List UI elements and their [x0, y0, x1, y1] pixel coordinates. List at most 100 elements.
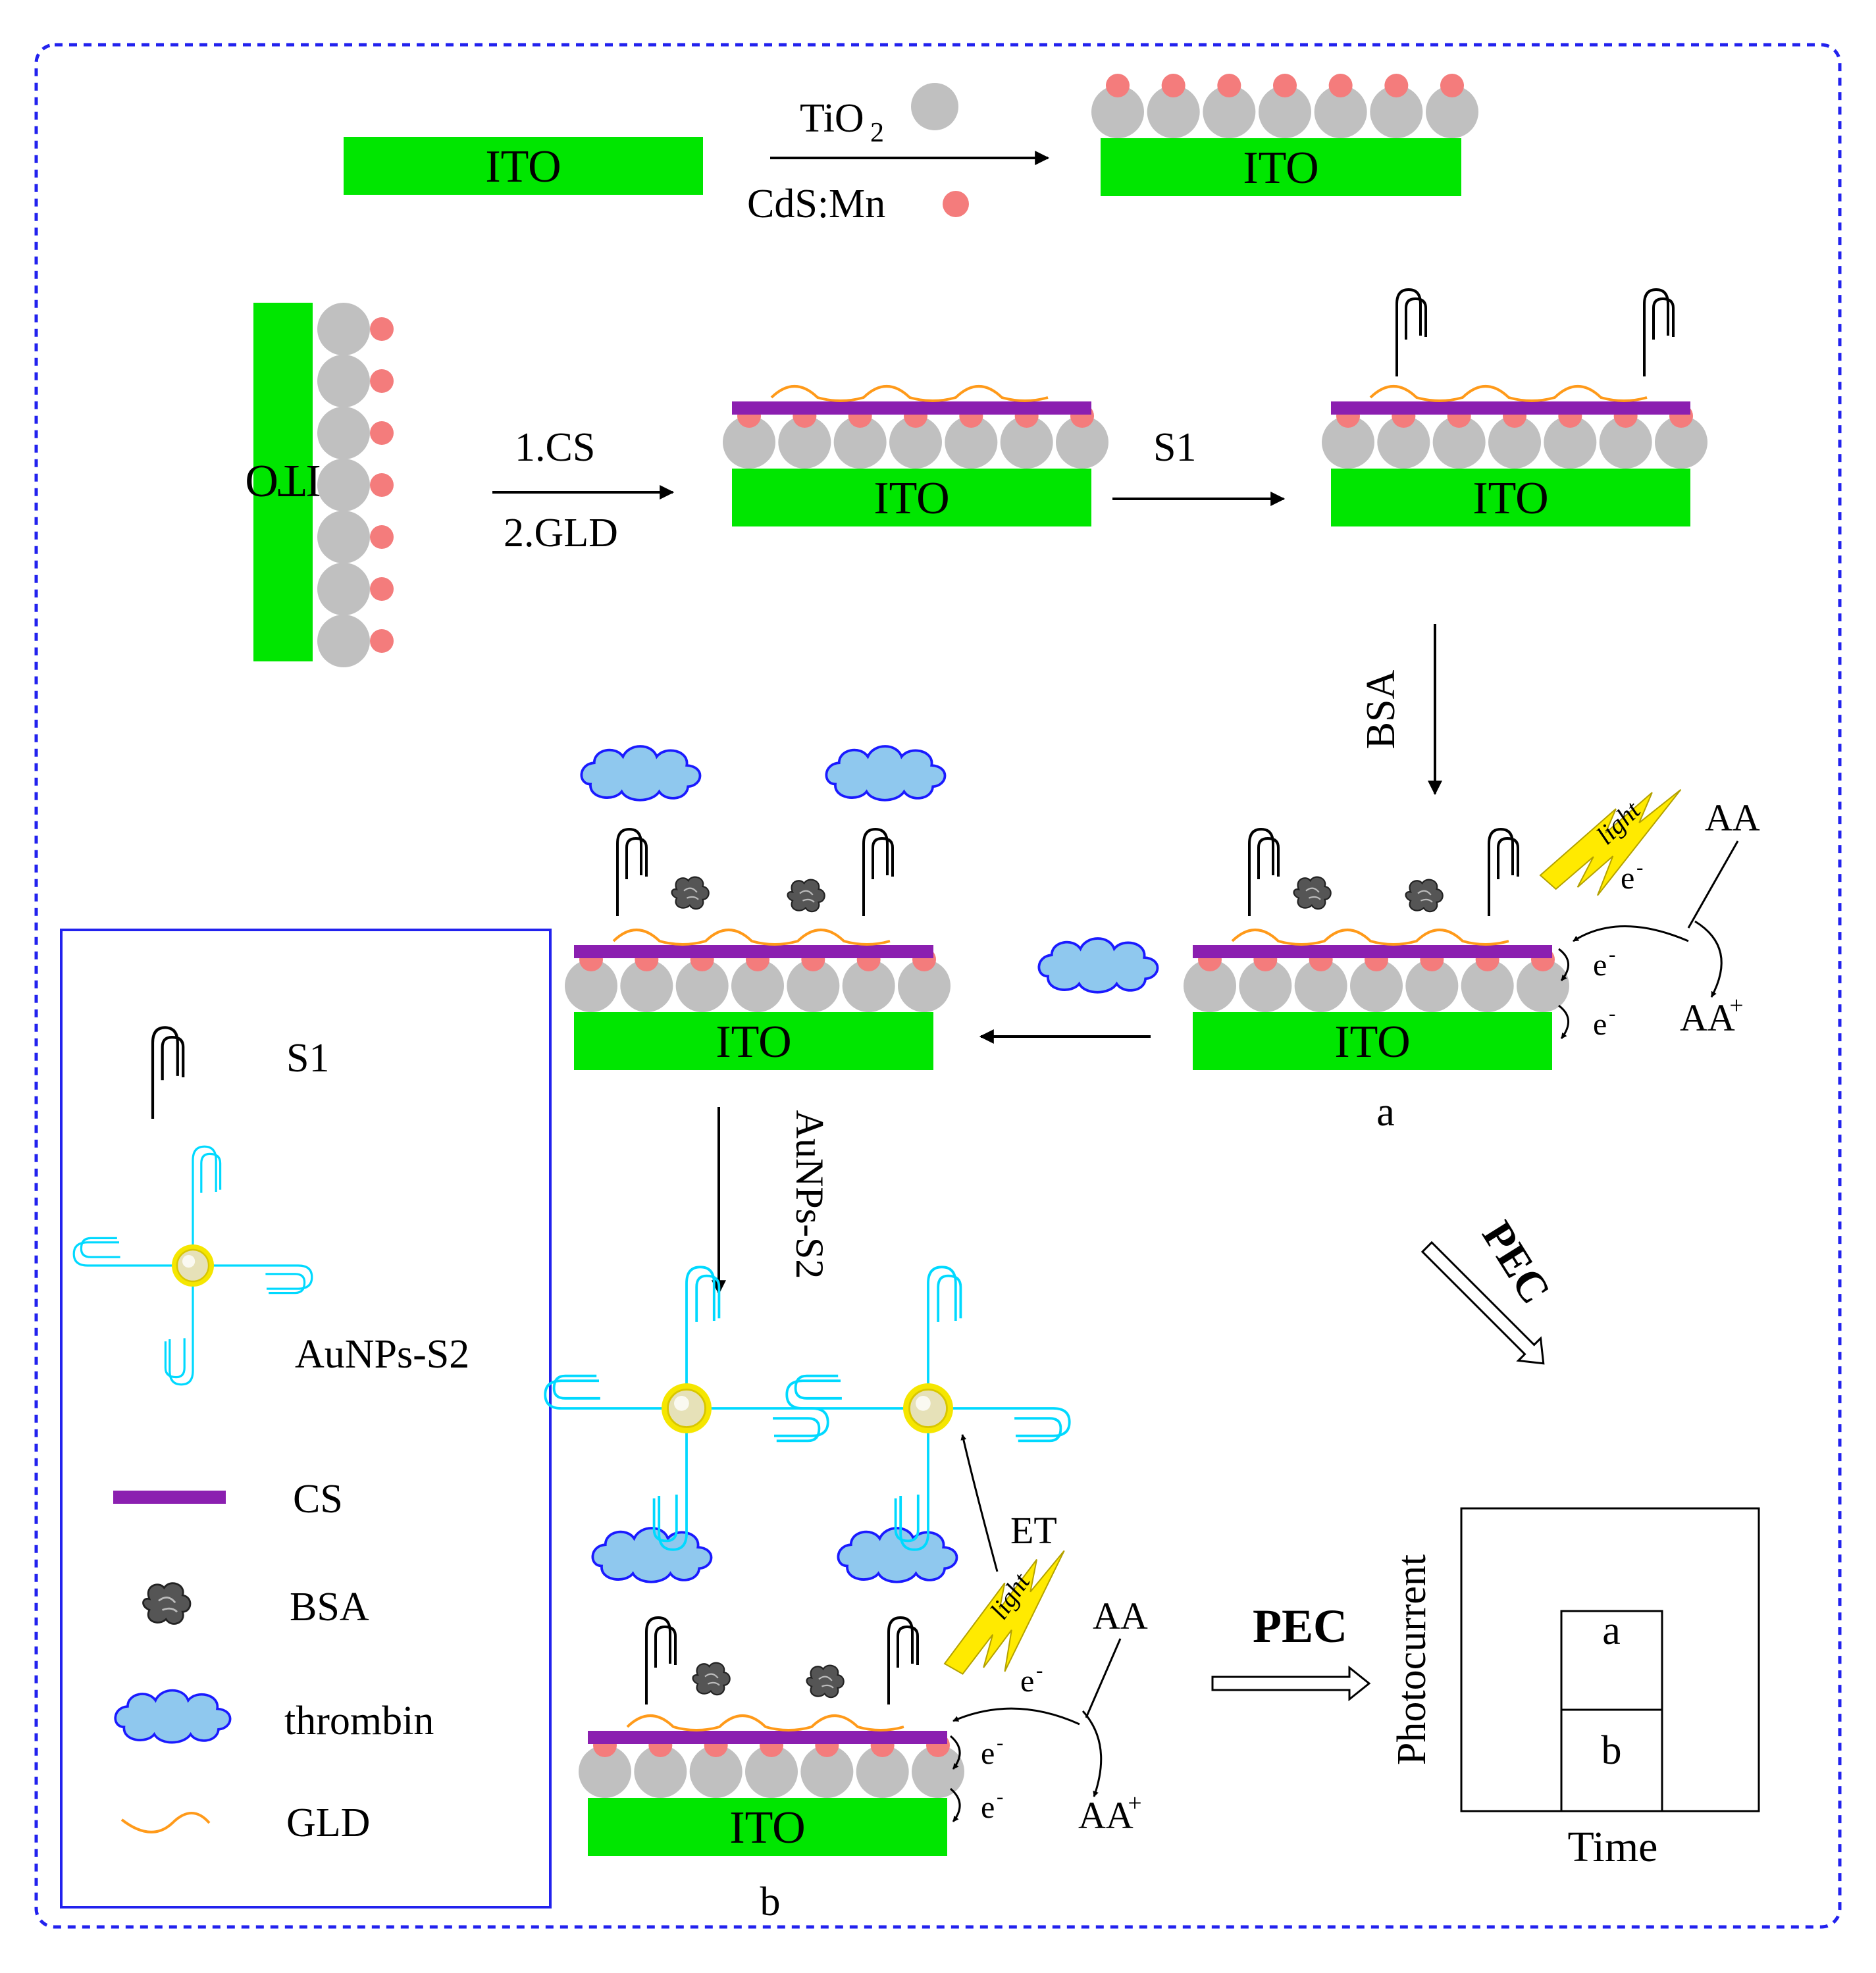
aa-plus-sign: +: [1128, 1789, 1141, 1817]
s2-loop-inner: [164, 1338, 186, 1379]
tio2-particle: [1426, 86, 1478, 138]
cdsmn-particle: [370, 473, 394, 497]
tio2-particle: [1517, 960, 1569, 1012]
x-axis-label: Time: [1568, 1823, 1658, 1871]
bsa-shape: [787, 879, 825, 913]
et-label: ET: [1010, 1509, 1057, 1552]
vertical-electrode: ITO: [245, 303, 394, 667]
cdsmn-particle: [370, 317, 394, 341]
photocurrent-curve: [1461, 1610, 1759, 1812]
et-arrow: [960, 1434, 999, 1572]
electron-label: e-: [1593, 1002, 1615, 1042]
s1-loop-outer: [616, 827, 642, 875]
cdsmn-particle: [1217, 74, 1241, 97]
s2-loop-inner: [695, 1274, 721, 1322]
s1-loop-outer: [1395, 288, 1422, 336]
cdsmn-annotation: CdS:Mn: [747, 182, 969, 226]
tio2-particle: [912, 1745, 964, 1798]
tio2-particle: [898, 960, 951, 1012]
electron-label: e-: [1593, 942, 1615, 983]
cdsmn-particle: [1328, 74, 1353, 97]
aunp-highlight: [916, 1396, 931, 1411]
cdsmn-particle: [1273, 74, 1297, 97]
s2-loop-inner: [652, 1495, 678, 1543]
electron-charge: -: [997, 1785, 1003, 1808]
s1-probe: [151, 1026, 185, 1119]
electron-hop-arrow: [1558, 948, 1569, 981]
tio2-particle: [1314, 86, 1367, 138]
legend-frame: [60, 929, 552, 1909]
tio2-particle: [317, 407, 370, 459]
ito-electrode: ITO: [1193, 1012, 1552, 1070]
electron-transfer-arrow: [952, 1707, 1080, 1726]
step-s1-label: S1: [1153, 425, 1196, 470]
cdsmn-particle: [1106, 74, 1130, 97]
thrombin: [580, 745, 702, 802]
tio2-particle: [1350, 960, 1403, 1012]
electron-hop-arrow: [950, 1787, 961, 1822]
bsa-texture: [818, 1676, 834, 1689]
thrombin: [1037, 937, 1159, 994]
pec-label: PEC: [1253, 1600, 1347, 1653]
tio2-layer: [1184, 960, 1569, 1012]
s2-loop-inner: [794, 1374, 842, 1400]
aunps-s2: [785, 1266, 1071, 1551]
gld-strand: [1369, 385, 1648, 402]
tio2-particle: [1432, 416, 1486, 469]
electrode-stack: ITO: [565, 745, 951, 1070]
s2-loop-inner: [894, 1495, 920, 1543]
aa-label: AA: [1093, 1595, 1148, 1637]
thrombin: [825, 745, 947, 802]
cdsmn-particle: [1384, 74, 1409, 97]
thrombin-shape: [1037, 937, 1159, 994]
ito-electrode: ITO: [1101, 138, 1461, 196]
legend-label: BSA: [290, 1585, 369, 1629]
ito-label: ITO: [1243, 143, 1318, 193]
electron-symbol: e: [1593, 1007, 1607, 1042]
bsa: [671, 876, 710, 910]
gld-strand: [612, 929, 891, 946]
tio2-particle: [1599, 416, 1652, 469]
ito-electrode: ITO: [732, 469, 1091, 526]
tio2-layer: [723, 416, 1108, 469]
cdsmn-particle: [370, 525, 394, 549]
bsa-texture: [1417, 890, 1433, 903]
aa-plus-sign: +: [1729, 992, 1743, 1019]
ito-label: ITO: [729, 1803, 805, 1853]
aa-plus: AA+: [1078, 1789, 1142, 1837]
s2-loop-inner: [552, 1374, 600, 1400]
tio2-subscript: 2: [870, 118, 884, 148]
bsa: [1405, 879, 1444, 913]
bar-b-label: b: [1602, 1728, 1622, 1773]
tio2-layer: [1091, 86, 1478, 138]
bsa-texture: [158, 1597, 178, 1613]
cdsmn-particle: [370, 421, 394, 445]
light-bolt-shape: [1539, 789, 1682, 896]
tio2-particle: [1405, 960, 1459, 1012]
electron-charge: -: [1636, 856, 1643, 879]
tio2-particle: [1655, 416, 1707, 469]
bsa: [806, 1664, 845, 1699]
s2-loop-inner: [80, 1237, 120, 1258]
s1-probe: [645, 1616, 677, 1704]
tio2-particle: [1461, 960, 1514, 1012]
electrode-stack: ITO: [723, 385, 1108, 526]
ito-electrode: ITO: [574, 1012, 933, 1070]
pec-arrow: [1420, 1241, 1545, 1365]
tio2-layer: [579, 1745, 964, 1798]
ito-electrode: ITO: [344, 137, 703, 195]
ito-label: ITO: [485, 141, 561, 192]
electron-transfer-arrow: [1573, 925, 1689, 942]
tio2-particle: [1488, 416, 1541, 469]
legend-label: GLD: [286, 1801, 370, 1845]
electrode-stack: ITO: [544, 1266, 1071, 1856]
s1-loop-inner: [1257, 836, 1280, 879]
electron-hop-arrow: [1558, 1004, 1570, 1039]
aunps-s2: [544, 1266, 829, 1551]
ito-label: ITO: [1472, 473, 1548, 524]
light-bolt: light: [1539, 789, 1682, 896]
tio2-particle: [1370, 86, 1423, 138]
electron-charge: -: [1609, 1002, 1615, 1025]
ito-substrate: [588, 1798, 947, 1856]
